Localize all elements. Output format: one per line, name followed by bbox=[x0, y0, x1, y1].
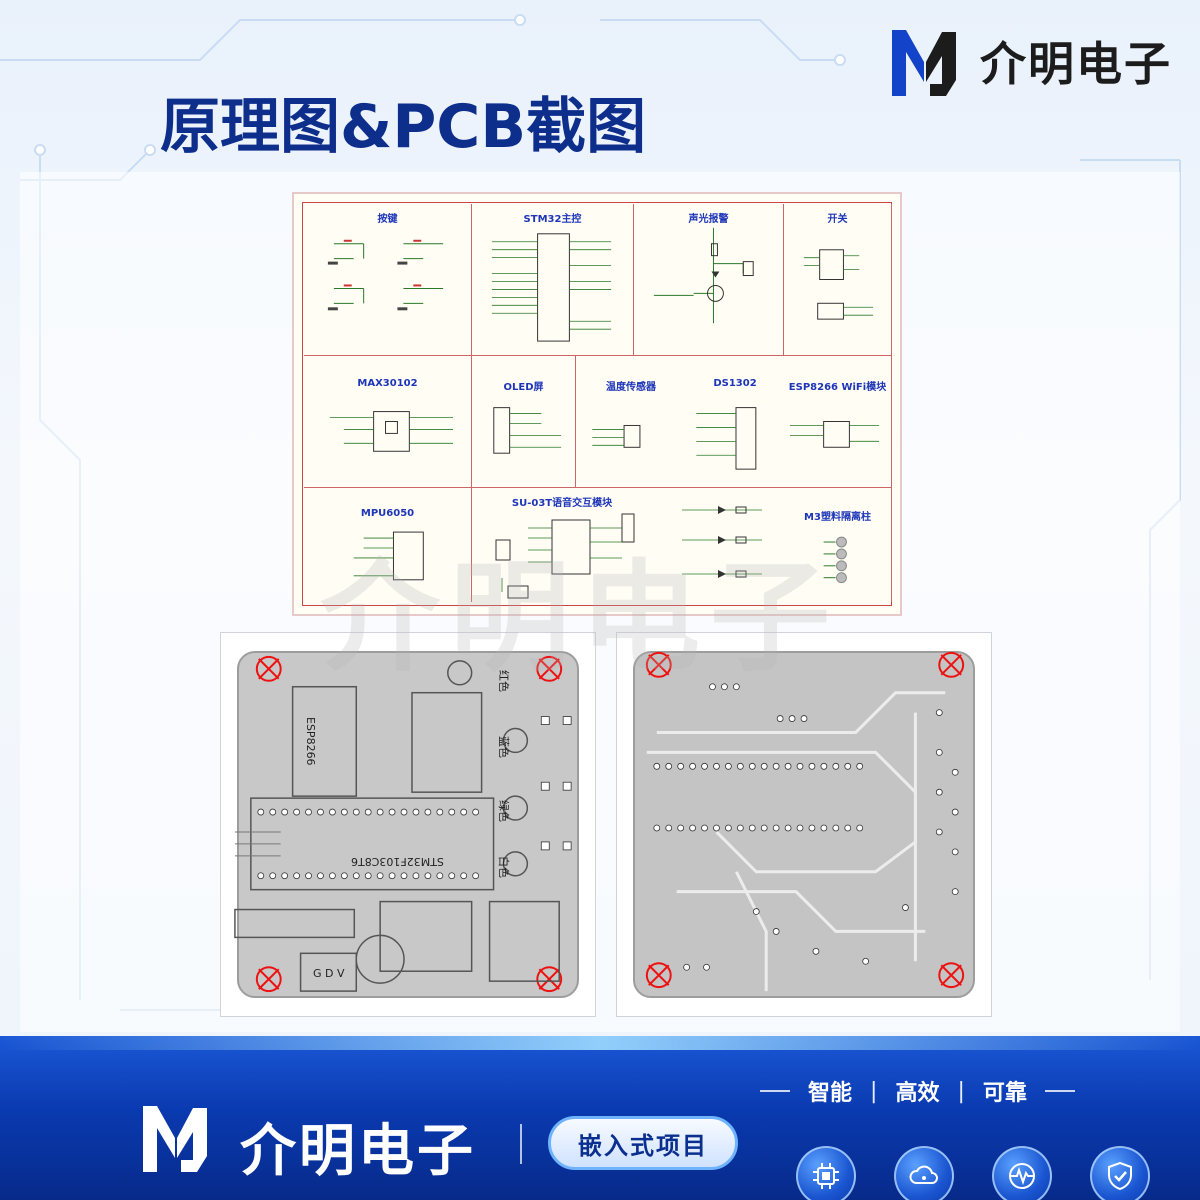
switch-circuit bbox=[803, 249, 874, 320]
pcb-label-white: 白色 bbox=[497, 856, 510, 878]
section-title: MPU6050 bbox=[360, 508, 415, 519]
su03t-circuit bbox=[495, 513, 635, 599]
shield-check-icon bbox=[1090, 1146, 1150, 1200]
pcb-label-green: 绿色 bbox=[497, 800, 510, 822]
feature-icons bbox=[796, 1146, 1150, 1200]
section-title: MAX30102 bbox=[357, 378, 418, 389]
pcb-label-gdv: G D V bbox=[313, 967, 345, 980]
pcb-board bbox=[633, 651, 975, 998]
schematic-section-esp8266: ESP8266 WiFi模块 bbox=[784, 356, 892, 488]
section-title: 开关 bbox=[827, 214, 848, 225]
pulse-icon bbox=[992, 1146, 1052, 1200]
slogan-separator: | bbox=[870, 1078, 878, 1104]
section-title: SU-03T语音交互模块 bbox=[511, 498, 613, 509]
mpu6050-circuit bbox=[353, 531, 424, 581]
section-title: STM32主控 bbox=[523, 214, 582, 225]
watermark: 介明电子 bbox=[320, 549, 840, 688]
pcb-board bbox=[237, 651, 579, 998]
jm-logo-icon bbox=[892, 30, 956, 96]
keys-circuit bbox=[327, 239, 444, 311]
schematic-section-oled: OLED屏 bbox=[472, 356, 576, 488]
tag-pill: 嵌入式项目 bbox=[548, 1116, 738, 1170]
ds1302-circuit bbox=[696, 407, 757, 470]
stm32-circuit bbox=[491, 233, 612, 342]
slogan-smart: 智能 bbox=[808, 1081, 853, 1106]
footer-divider bbox=[520, 1124, 522, 1164]
oled-circuit bbox=[493, 407, 562, 454]
max30102-circuit bbox=[329, 411, 453, 452]
slogan-separator: | bbox=[957, 1078, 965, 1104]
page-title: 原理图&PCB截图 bbox=[160, 92, 647, 162]
cloud-icon bbox=[894, 1146, 954, 1200]
footer-glow bbox=[0, 1036, 1200, 1050]
slogan-row: 智能 | 高效 | 可靠 bbox=[760, 1076, 1180, 1106]
pcb-top-layer: ESP8266 STM32F103C8T6 红色 蓝色 绿色 白色 G D V bbox=[220, 632, 596, 1017]
schematic-section-keys: 按键 bbox=[304, 204, 472, 356]
leds-circuit bbox=[682, 506, 762, 578]
pcb-top-artwork bbox=[234, 655, 572, 993]
standoff-circuit bbox=[823, 536, 847, 584]
schematic-screenshot: 按键 STM32主控 声光报警 bbox=[292, 192, 902, 616]
footer-banner: 介明电子 嵌入式项目 智能 | 高效 | 可靠 bbox=[0, 1036, 1200, 1200]
slogan-dash bbox=[1044, 1090, 1075, 1092]
section-title: OLED屏 bbox=[503, 382, 544, 393]
slogan-reliable: 可靠 bbox=[982, 1081, 1027, 1106]
slogan-dash bbox=[760, 1090, 790, 1092]
section-title: 温度传感器 bbox=[606, 382, 656, 393]
pcb-bottom-layer bbox=[616, 632, 992, 1017]
esp8266-circuit bbox=[789, 421, 880, 448]
schematic-section-su03t: SU-03T语音交互模块 bbox=[472, 488, 652, 602]
jm-logo-icon bbox=[143, 1106, 207, 1172]
section-title: M3塑料隔离柱 bbox=[804, 512, 871, 523]
chip-icon bbox=[796, 1146, 856, 1200]
schematic-section-mpu6050: MPU6050 bbox=[304, 488, 472, 602]
brand-header: 介明电子 bbox=[886, 22, 1172, 100]
temp-circuit bbox=[592, 424, 641, 448]
slogan-efficient: 高效 bbox=[895, 1081, 940, 1106]
pcb-label-mcu: STM32F103C8T6 bbox=[351, 855, 444, 868]
schematic-section-max30102: MAX30102 bbox=[304, 356, 472, 488]
pcb-label-esp8266: ESP8266 bbox=[304, 717, 317, 766]
footer-brand-name: 介明电子 bbox=[240, 1119, 476, 1184]
schematic-section-switch: 开关 bbox=[784, 204, 892, 356]
schematic-section-leds bbox=[652, 488, 784, 602]
brand-name: 介明电子 bbox=[980, 37, 1172, 91]
schematic-section-stm32: STM32主控 bbox=[472, 204, 634, 356]
pcb-bottom-artwork bbox=[645, 651, 965, 992]
section-title: DS1302 bbox=[713, 378, 757, 389]
schematic-section-ds1302: DS1302 bbox=[686, 356, 784, 488]
section-title: 按键 bbox=[377, 214, 398, 225]
alarm-circuit bbox=[653, 227, 754, 324]
pcb-label-blue: 蓝色 bbox=[497, 736, 510, 758]
schematic-section-alarm: 声光报警 bbox=[634, 204, 784, 356]
schematic-section-standoff: M3塑料隔离柱 bbox=[784, 488, 892, 602]
schematic-section-temp: 温度传感器 bbox=[576, 356, 686, 488]
section-title: ESP8266 WiFi模块 bbox=[788, 382, 887, 393]
section-title: 声光报警 bbox=[688, 214, 729, 225]
